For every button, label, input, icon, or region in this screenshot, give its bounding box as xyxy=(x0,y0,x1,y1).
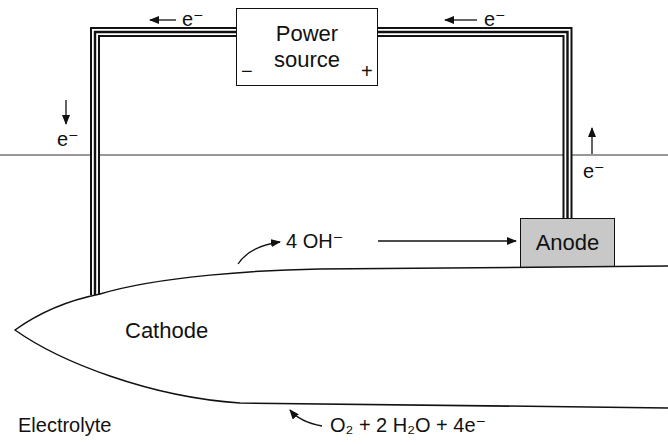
hull-outline xyxy=(0,262,668,412)
node-label: Anode xyxy=(536,230,600,256)
electron-arrow xyxy=(65,100,66,124)
electron-label: e⁻ xyxy=(583,160,605,182)
medium-label: Electrolyte xyxy=(18,414,111,436)
electron-arrow xyxy=(591,128,592,154)
terminal-sign: + xyxy=(361,60,373,82)
electron-label: e⁻ xyxy=(182,8,204,30)
electron-label: e⁻ xyxy=(484,8,506,30)
cable-stroke xyxy=(378,32,568,218)
electron-label: e⁻ xyxy=(57,128,79,150)
ship-hull-cathode: Cathode xyxy=(0,262,668,412)
cable-stroke xyxy=(378,32,568,218)
node-label: Power source xyxy=(251,21,363,73)
reaction-label: O₂ + 2 H₂O + 4e⁻ xyxy=(330,414,486,436)
power-source-box: Power source xyxy=(236,8,378,86)
ion-arrow xyxy=(378,240,516,241)
cable-stroke xyxy=(95,32,236,295)
electron-arrow xyxy=(150,19,176,20)
ion-arrow xyxy=(238,242,280,264)
node-label: Cathode xyxy=(125,318,208,344)
cable-stroke xyxy=(95,32,236,295)
anode-block: Anode xyxy=(520,218,615,268)
terminal-sign: − xyxy=(241,60,253,82)
reaction-arrow xyxy=(290,410,322,426)
cable-connector xyxy=(95,32,236,295)
ion-label: 4 OH⁻ xyxy=(286,230,343,252)
cable-stroke xyxy=(95,32,236,295)
electron-arrow xyxy=(445,19,477,20)
cable-stroke xyxy=(378,32,568,218)
cable-connector xyxy=(378,32,568,218)
